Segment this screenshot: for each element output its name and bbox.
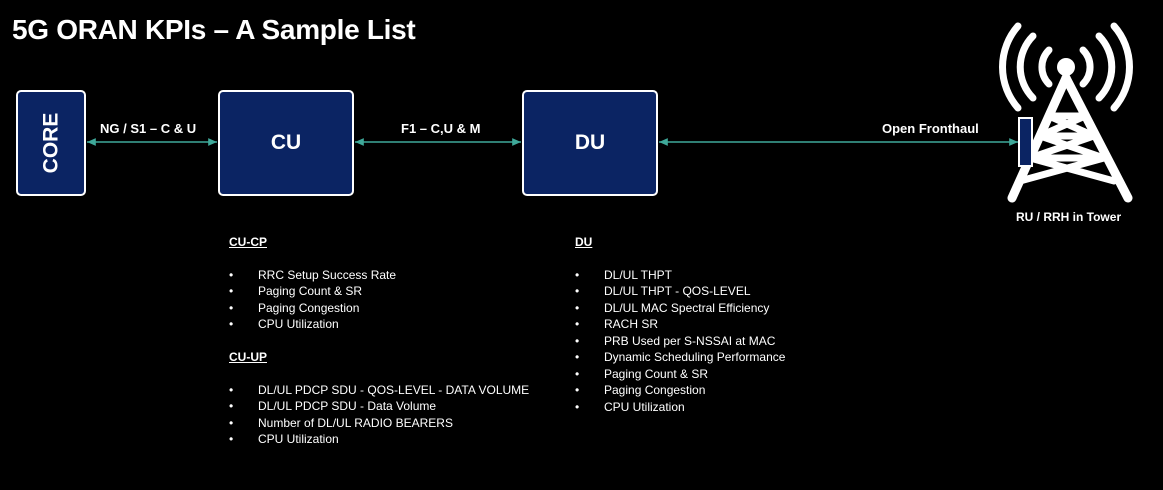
link-label-du-ru: Open Fronthaul <box>882 121 979 136</box>
cu-node-label: CU <box>270 131 302 154</box>
list-item: DL/UL PDCP SDU - Data Volume <box>229 398 529 415</box>
list-item: DL/UL PDCP SDU - QOS-LEVEL - DATA VOLUME <box>229 382 529 399</box>
du-heading: DU <box>575 235 593 249</box>
list-item: Paging Congestion <box>229 300 396 317</box>
list-item: DL/UL THPT - QOS-LEVEL <box>575 283 785 300</box>
list-item: Paging Count & SR <box>575 366 785 383</box>
link-label-cu-du: F1 – C,U & M <box>401 121 481 136</box>
du-node-label: DU <box>574 131 606 154</box>
list-item: CPU Utilization <box>229 431 529 448</box>
list-item: Paging Count & SR <box>229 283 396 300</box>
cell-tower-icon <box>999 22 1133 203</box>
page-title: 5G ORAN KPIs – A Sample List <box>12 14 416 45</box>
cu-cp-heading: CU-CP <box>229 235 267 249</box>
radio-unit-icon <box>1018 117 1033 167</box>
list-item: RACH SR <box>575 316 785 333</box>
list-item: CPU Utilization <box>575 399 785 416</box>
cu-up-kpi-list: CU-UP DL/UL PDCP SDU - QOS-LEVEL - DATA … <box>229 349 529 448</box>
cu-up-heading: CU-UP <box>229 350 267 364</box>
list-item: Paging Congestion <box>575 382 785 399</box>
cu-cp-kpi-list: CU-CP RRC Setup Success Rate Paging Coun… <box>229 234 396 333</box>
list-item: Number of DL/UL RADIO BEARERS <box>229 415 529 432</box>
list-item: CPU Utilization <box>229 316 396 333</box>
du-kpi-list: DU DL/UL THPT DL/UL THPT - QOS-LEVEL DL/… <box>575 234 785 415</box>
list-item: PRB Used per S-NSSAI at MAC <box>575 333 785 350</box>
du-node: DU <box>522 90 658 196</box>
cu-node: CU <box>218 90 354 196</box>
list-item: RRC Setup Success Rate <box>229 267 396 284</box>
core-node: CORE <box>16 90 86 196</box>
core-node-label: CORE <box>39 112 62 174</box>
ru-label: RU / RRH in Tower <box>1016 210 1122 224</box>
list-item: DL/UL MAC Spectral Efficiency <box>575 300 785 317</box>
list-item: Dynamic Scheduling Performance <box>575 349 785 366</box>
link-label-core-cu: NG / S1 – C & U <box>100 121 197 136</box>
list-item: DL/UL THPT <box>575 267 785 284</box>
